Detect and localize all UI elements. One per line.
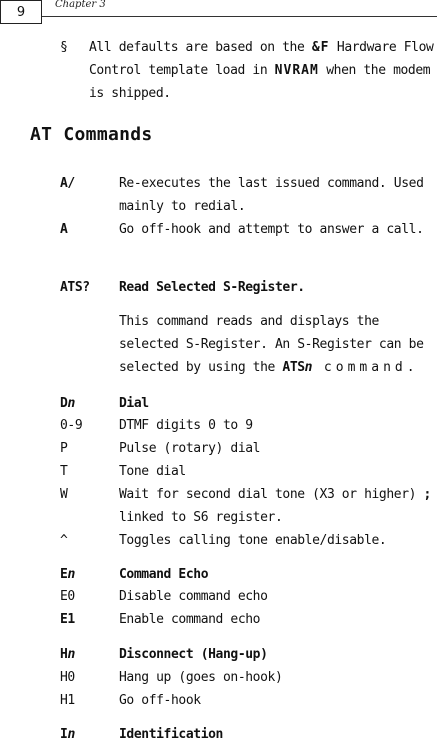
dial-item: P Pulse (rotary) dial <box>60 437 435 460</box>
echo-item: E0 Disable command echo <box>60 585 435 608</box>
entry-key: A <box>60 222 68 237</box>
entry-desc: Go off-hook and attempt to answer a call… <box>119 222 424 237</box>
item-desc-1: Wait for second dial tone (X3 or higher) <box>119 487 417 502</box>
ats-desc-2: command. <box>312 360 419 375</box>
entry-ats: ATS? Read Selected S-Register. <box>60 276 435 299</box>
key-n: n <box>67 396 75 411</box>
item-key: P <box>60 441 68 456</box>
item-semicolon: ; <box>416 487 432 502</box>
key-n: n <box>67 567 75 582</box>
hangup-item: H0 Hang up (goes on-hook) <box>60 666 435 689</box>
key-base: H <box>60 647 68 662</box>
entry-desc: This command reads and displays the sele… <box>119 310 435 379</box>
entry-key: In <box>60 723 75 746</box>
hangup-item: H1 Go off-hook <box>60 689 435 712</box>
section-symbol: § <box>60 40 68 55</box>
note-text-2: Hardware Flow Control template load in <box>89 40 434 78</box>
entry-ats-desc: This command reads and displays the sele… <box>60 310 435 379</box>
item-key: E0 <box>60 589 75 604</box>
item-key: ^ <box>60 533 68 548</box>
note-text-3: when the modem is shipped. <box>89 63 431 101</box>
dial-item: 0-9 DTMF digits 0 to 9 <box>60 414 435 437</box>
item-desc: Toggles calling tone enable/disable. <box>119 533 387 548</box>
note-nvram: NVRAM <box>274 63 319 78</box>
entry-a: A Go off-hook and attempt to answer a ca… <box>60 218 435 241</box>
key-n: n <box>67 647 75 662</box>
entry-key: A/ <box>60 176 75 191</box>
key-base: D <box>60 396 68 411</box>
entry-en: En Command Echo <box>60 563 435 586</box>
key-base: I <box>60 727 68 742</box>
entry-title: Read Selected S-Register. <box>119 280 305 295</box>
note-text-1: All defaults are based on the <box>89 40 312 55</box>
dial-item: T Tone dial <box>60 460 435 483</box>
item-key: 0-9 <box>60 418 83 433</box>
note-text: All defaults are based on the &F Hardwar… <box>89 36 435 105</box>
item-key: H1 <box>60 693 75 708</box>
key-base: E <box>60 567 68 582</box>
note-amp-f: &F <box>311 40 330 55</box>
item-desc: Go off-hook <box>119 693 201 708</box>
item-desc-2: linked to S6 register. <box>119 510 283 525</box>
chapter-label: Chapter 3 <box>55 0 106 10</box>
item-desc: Tone dial <box>119 464 186 479</box>
entry-title: Identification <box>119 727 223 742</box>
dial-item: ^ Toggles calling tone enable/disable. <box>60 529 435 552</box>
entry-key: ATS? <box>60 280 90 295</box>
entry-key: Hn <box>60 643 75 666</box>
ats-cmd: ATS <box>282 360 305 375</box>
entry-dn: Dn Dial <box>60 392 435 415</box>
item-desc: Wait for second dial tone (X3 or higher)… <box>119 483 435 529</box>
item-key: T <box>60 464 68 479</box>
item-desc: Disable command echo <box>119 589 268 604</box>
ats-cmd-n: n <box>304 360 313 375</box>
item-desc: Hang up (goes on-hook) <box>119 670 283 685</box>
page-number: 9 <box>0 0 42 24</box>
entry-title: Command Echo <box>119 567 209 582</box>
item-key: H0 <box>60 670 75 685</box>
entry-title: Disconnect (Hang-up) <box>119 647 268 662</box>
entry-hn: Hn Disconnect (Hang-up) <box>60 643 435 666</box>
item-desc: Enable command echo <box>119 612 261 627</box>
section-title: AT Commands <box>30 124 153 145</box>
entry-desc: Re-executes the last issued command. Use… <box>119 176 424 214</box>
entry-key: Dn <box>60 392 75 415</box>
entry-in: In Identification <box>60 723 435 746</box>
header-rule <box>42 16 437 17</box>
ats-desc-1: This command reads and displays the sele… <box>119 314 424 375</box>
key-n: n <box>67 727 75 742</box>
entry-a-slash: A/ Re-executes the last issued command. … <box>60 172 435 218</box>
echo-item: E1 Enable command echo <box>60 608 435 631</box>
defaults-note: § All defaults are based on the &F Hardw… <box>60 36 435 105</box>
item-desc: Pulse (rotary) dial <box>119 441 261 456</box>
item-key: W <box>60 487 68 502</box>
dial-item: W Wait for second dial tone (X3 or highe… <box>60 483 435 529</box>
entry-title: Dial <box>119 396 149 411</box>
item-key: E1 <box>60 612 75 627</box>
item-desc: DTMF digits 0 to 9 <box>119 418 253 433</box>
entry-key: En <box>60 563 75 586</box>
